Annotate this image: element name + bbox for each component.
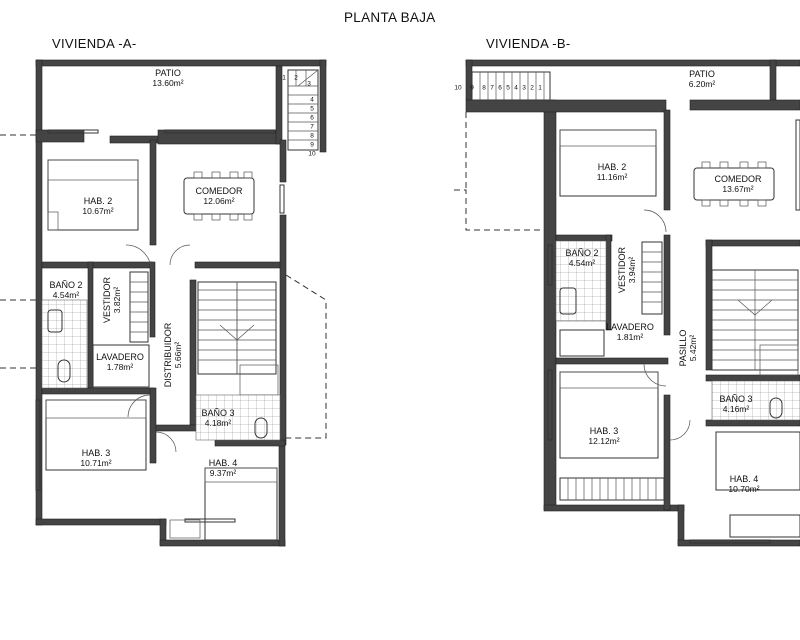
unit-a-plan (0, 59, 327, 547)
stair-a-step: 9 (310, 141, 314, 149)
stair-a-step: 8 (310, 132, 314, 140)
stair-b-step: 3 (522, 84, 526, 92)
stair-b-step: 6 (498, 84, 502, 92)
stair-a-step: 7 (310, 123, 314, 131)
stair-a-step: 1 (282, 74, 286, 82)
stair-b-step: 2 (530, 84, 534, 92)
stair-b-step: 8 (482, 84, 486, 92)
unit-b-plan (454, 59, 800, 547)
stair-b-step: 5 (506, 84, 510, 92)
unit-b-title: VIVIENDA -B- (486, 36, 571, 51)
stair-a-step: 2 (294, 74, 298, 82)
unit-a-title: VIVIENDA -A- (52, 36, 137, 51)
plan-title: PLANTA BAJA (344, 10, 436, 25)
stair-b-step: 4 (514, 84, 518, 92)
stair-a-step: 10 (308, 150, 316, 158)
stair-b-step: 7 (490, 84, 494, 92)
stair-b-step: 1 (538, 84, 542, 92)
stair-a-step: 3 (307, 80, 311, 88)
stair-a-step: 6 (310, 114, 314, 122)
stair-b-step: 9 (470, 84, 474, 92)
stair-a-step: 4 (310, 96, 314, 104)
stair-b-step: 10 (454, 84, 462, 92)
stair-a-step: 5 (310, 105, 314, 113)
